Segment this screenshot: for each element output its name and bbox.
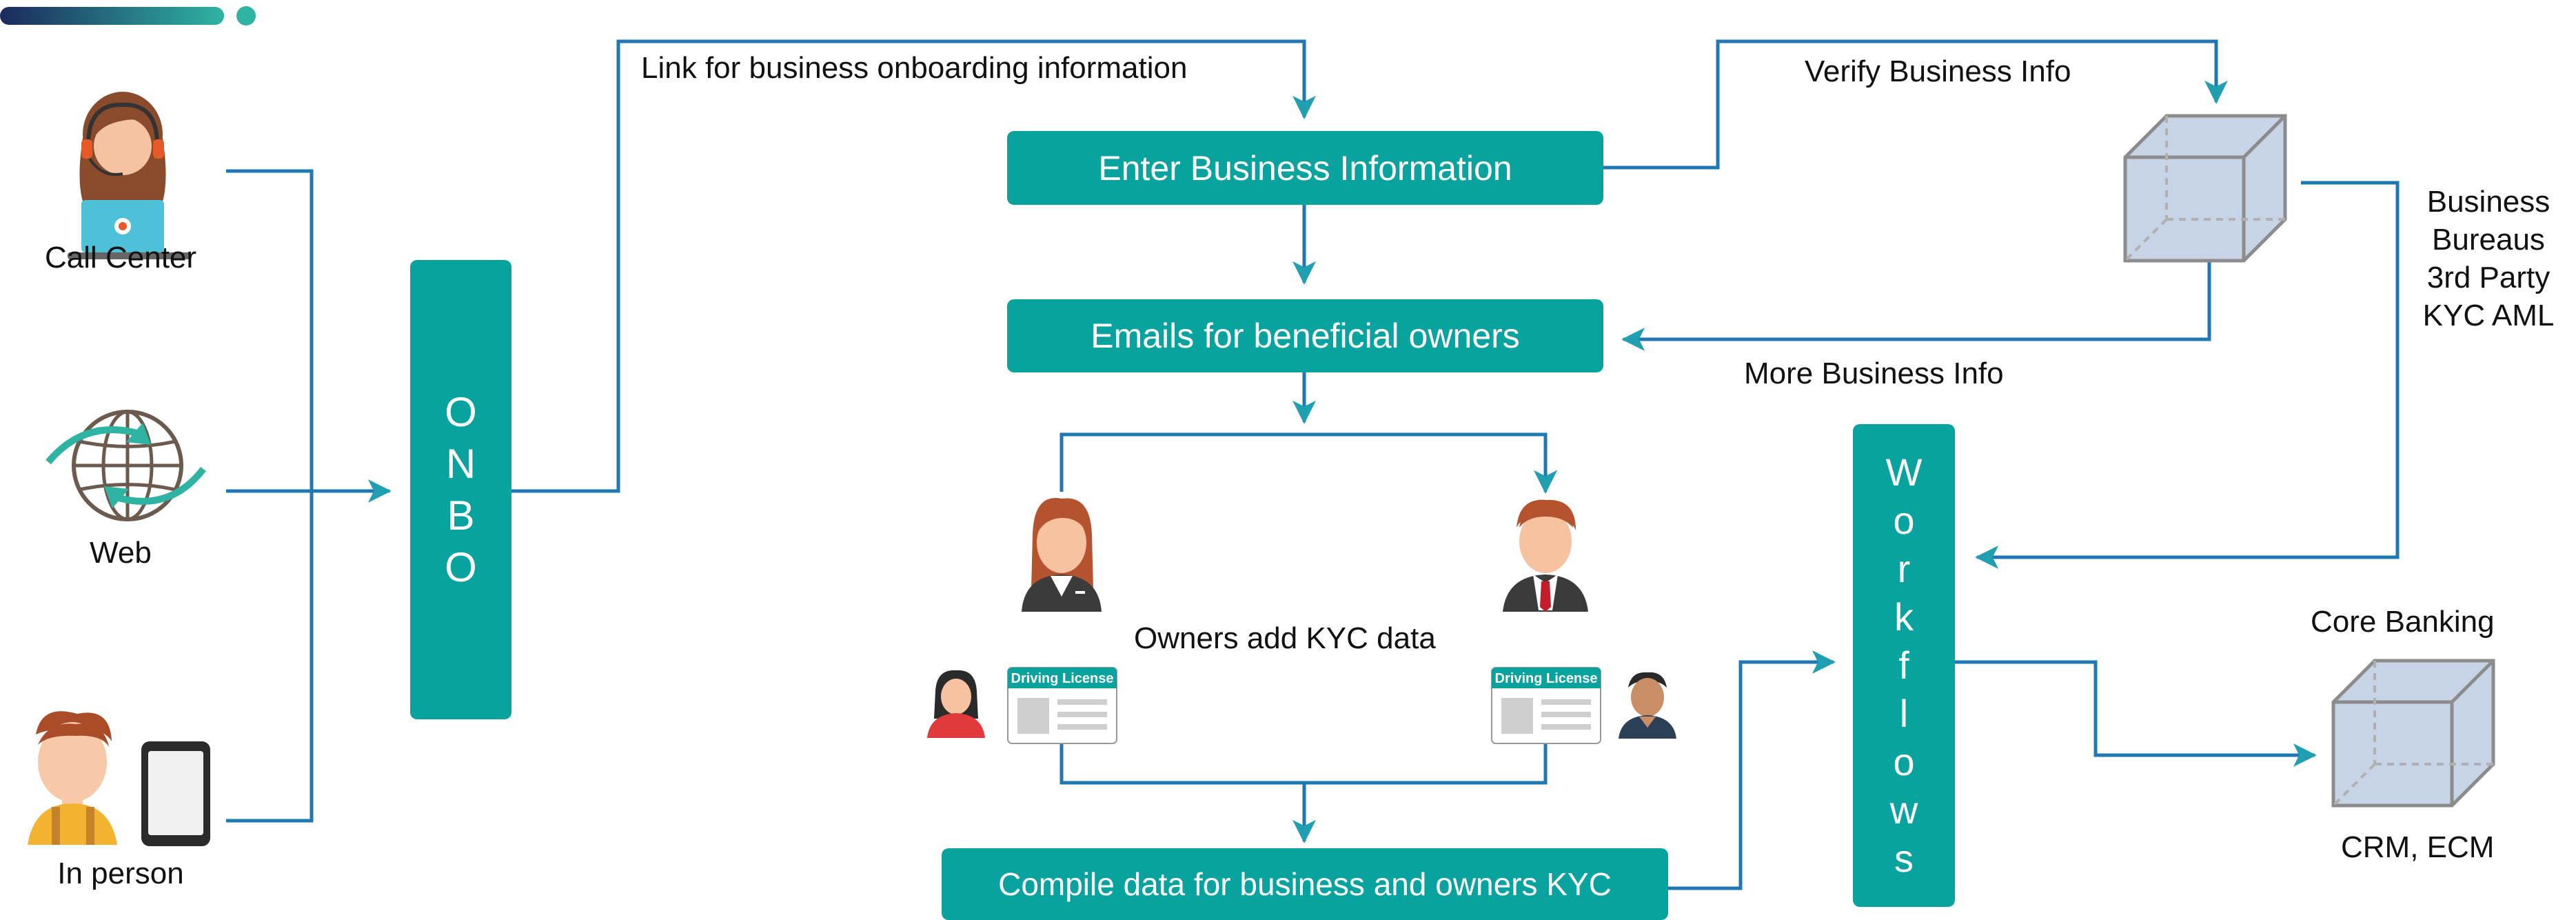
in-person-label: In person (57, 857, 184, 890)
tablet-icon (141, 741, 210, 846)
bureaus-line: 3rd Party (2426, 261, 2550, 294)
workflows-box: W o r k f l o w s (1853, 424, 1955, 907)
web-label: Web (90, 536, 152, 570)
bureaus-line: Bureaus (2432, 223, 2545, 257)
workflows-letter: s (1894, 837, 1914, 880)
workflows-letter: W (1885, 450, 1923, 494)
workflows-letter: w (1889, 788, 1918, 832)
license-title-right: Driving License (1495, 671, 1598, 686)
workflows-letter: o (1893, 740, 1915, 783)
cube-to-emails-arrow (1621, 262, 2211, 351)
connectors (226, 39, 2400, 890)
workflows-to-core-arrow (1951, 660, 2317, 767)
bureaus-line: Business (2426, 185, 2550, 219)
emails-beneficial-owners-box: Emails for beneficial owners (1007, 299, 1603, 372)
headset-agent-icon (68, 92, 192, 259)
workflows-letter: r (1897, 547, 1911, 590)
driving-license-icon: Driving License (1007, 667, 1117, 744)
call-center-connector (226, 169, 314, 823)
onbo-letter: B (447, 492, 475, 539)
compile-to-workflows-arrow (1667, 650, 1836, 890)
businessman-icon (1503, 499, 1588, 612)
globe-icon (45, 410, 206, 521)
onbo-letter: O (445, 389, 477, 435)
workflows-letter: l (1899, 692, 1909, 735)
owner-avatar-male-icon (1619, 672, 1676, 739)
more-business-label: More Business Info (1744, 357, 2004, 390)
database-cube-icon (2123, 114, 2287, 263)
onbo-letter: O (445, 544, 477, 590)
bureaus-label: Business Bureaus 3rd Party KYC AML (2406, 183, 2571, 334)
owners-add-kyc-label: Owners add KYC data (1134, 621, 1436, 655)
onbo-box: O N B O (410, 260, 511, 719)
workflows-letter: k (1894, 595, 1914, 639)
crm-ecm-label: CRM, ECM (2341, 830, 2495, 864)
bureaus-line: KYC AML (2422, 299, 2555, 332)
verify-business-label: Verify Business Info (1805, 54, 2071, 88)
core-banking-cube-icon (2331, 659, 2495, 808)
core-banking-label: Core Banking (2311, 605, 2495, 639)
onbo-letter: N (445, 441, 476, 487)
license-title-left: Driving License (1011, 671, 1114, 686)
call-center-label: Call Center (44, 241, 197, 274)
driving-license-icon: Driving License (1491, 667, 1601, 744)
top-bar-dot (236, 6, 256, 26)
link-onboarding-label: Link for business onboarding information (641, 51, 1188, 85)
enter-business-info-box: Enter Business Information (1007, 131, 1603, 205)
onbo-to-enter-arrow (511, 39, 1316, 493)
person-with-tablet-icon (28, 711, 117, 845)
split-left-arrow (1059, 432, 1557, 494)
licenses-merge-arrow (1059, 743, 1548, 843)
workflows-letter: f (1898, 643, 1909, 687)
businesswoman-icon (1022, 498, 1102, 612)
compile-data-box: Compile data for business and owners KYC (942, 848, 1668, 920)
owner-avatar-female-icon (927, 670, 985, 738)
workflows-letter: o (1893, 499, 1915, 542)
bureaus-loop-arrow (1975, 181, 2400, 569)
top-gradient-bar (0, 7, 224, 25)
enter-to-verify-arrow (1603, 39, 2228, 170)
